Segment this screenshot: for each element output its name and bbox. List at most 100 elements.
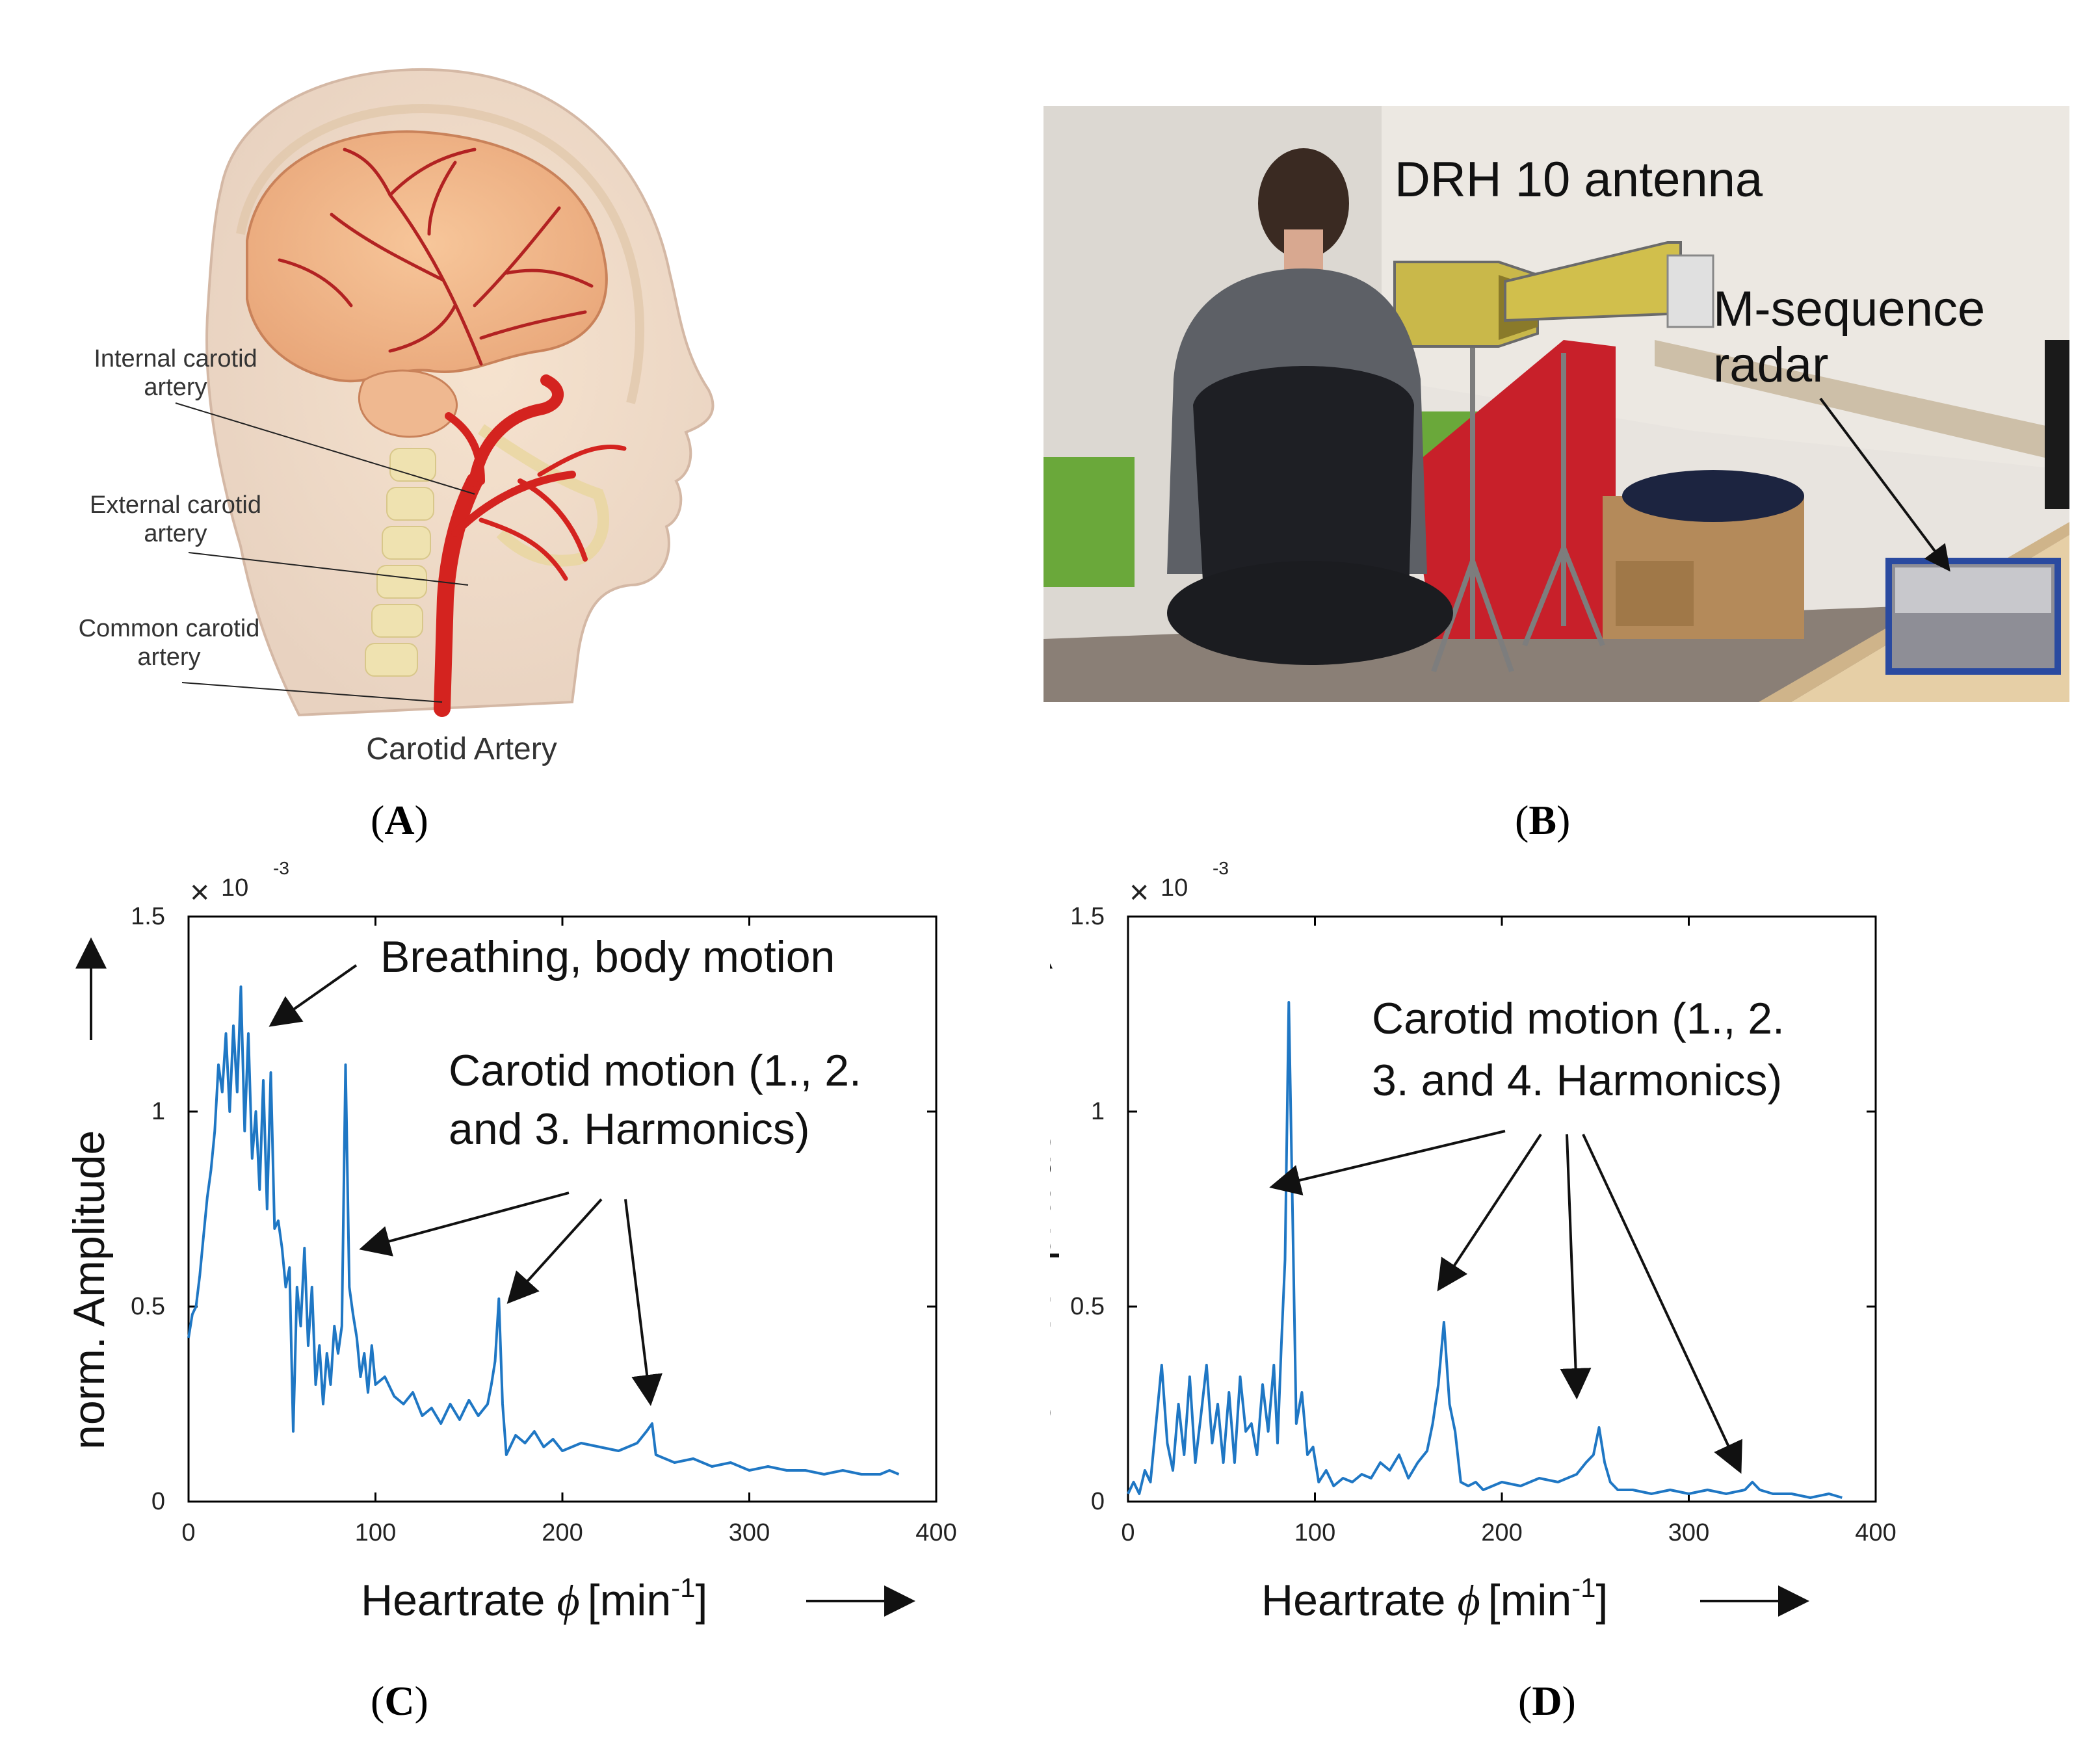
panel-b-label: (B) xyxy=(1515,796,1570,844)
radar-label-line1: M-sequence xyxy=(1713,281,1986,337)
panel-c-label-letter: C xyxy=(384,1678,415,1724)
label-external-line2: artery xyxy=(144,520,207,547)
chart-d-arrow-h2 xyxy=(1437,1133,1542,1292)
chart-d-xlabel-symbol: ϕ xyxy=(1457,1576,1480,1625)
x-tick-label: 300 xyxy=(1668,1519,1709,1546)
y-tick-label: 0.5 xyxy=(131,1293,165,1320)
x-tick-label: 200 xyxy=(1481,1519,1522,1546)
panel-a-label-open: ( xyxy=(371,797,385,843)
panel-c-label-close: ) xyxy=(414,1678,428,1724)
chart-d-annotation-carotid-line2: 3. and 4. Harmonics) xyxy=(1372,1056,1782,1105)
panel-c-label-open: ( xyxy=(371,1678,385,1724)
panel-b-label-letter: B xyxy=(1529,797,1556,843)
chart-d-exponent-times: × xyxy=(1129,874,1149,911)
chart-c-xlabel-unit-close: ] xyxy=(696,1576,708,1625)
chart-d-exponent-sup: -3 xyxy=(1213,858,1229,878)
x-tick-label: 400 xyxy=(915,1519,956,1546)
panel-a-label: (A) xyxy=(371,796,428,844)
x-tick-label: 0 xyxy=(181,1519,195,1546)
chart-d-annotation-carotid-line1: Carotid motion (1., 2. xyxy=(1372,994,1785,1043)
series-line xyxy=(1127,1001,1843,1499)
chart-d-xlabel-unit-close: ] xyxy=(1596,1576,1608,1625)
panel-d-label-close: ) xyxy=(1562,1678,1576,1724)
chart-c-arrows xyxy=(269,964,663,1406)
x-tick-label: 100 xyxy=(355,1519,396,1546)
chart-c-annotation-breathing: Breathing, body motion xyxy=(380,932,835,982)
y-tick-label: 1.5 xyxy=(131,903,165,930)
chart-c-ylabel: norm. Amplitude xyxy=(64,1130,114,1450)
label-internal-line2: artery xyxy=(144,374,207,401)
chart-d-series xyxy=(1127,1001,1843,1499)
spine xyxy=(365,448,436,677)
illustration-title: Carotid Artery xyxy=(366,732,557,766)
y-tick-label: 1.5 xyxy=(1070,903,1105,930)
chart-c-arrow-h3 xyxy=(624,1199,663,1406)
chart-d-arrow-h3 xyxy=(1560,1134,1592,1400)
x-tick-label: 300 xyxy=(729,1519,770,1546)
jaw-bone xyxy=(478,424,609,567)
panel-d-label-open: ( xyxy=(1518,1678,1532,1724)
chart-c-series xyxy=(187,985,900,1476)
radar-arrow xyxy=(1819,397,1950,572)
cerebellum-shape xyxy=(358,369,458,438)
x-tick-label: 100 xyxy=(1294,1519,1335,1546)
radar-label-line2: radar xyxy=(1713,337,1829,393)
chart-d-ylabel: norm. Amplitude xyxy=(1050,1130,1060,1450)
label-common-line2: artery xyxy=(137,644,201,671)
chart-c-annotation-carotid-line1: Carotid motion (1., 2. xyxy=(449,1046,861,1095)
label-internal-line1: Internal carotid xyxy=(94,345,257,372)
skull-outline xyxy=(236,103,645,404)
chart-c-arrow-h1 xyxy=(359,1192,570,1257)
panel-d-label-letter: D xyxy=(1532,1678,1562,1724)
chart-c-exponent-base: 10 xyxy=(221,874,248,902)
label-common-carotid: Common carotid artery xyxy=(39,614,299,671)
chart-c-arrow-breathing xyxy=(269,964,358,1027)
label-common-line1: Common carotid xyxy=(78,615,260,642)
person-seated xyxy=(1167,148,1453,665)
panel-d-label: (D) xyxy=(1518,1677,1576,1725)
chart-c-arrow-h2 xyxy=(506,1198,603,1304)
x-tick-label: 0 xyxy=(1121,1519,1135,1546)
leader-lines xyxy=(175,402,475,703)
radar-device xyxy=(1885,558,2061,675)
panel-b-label-close: ) xyxy=(1556,797,1571,843)
chart-d-xlabel-unit-open: [min xyxy=(1488,1576,1571,1625)
horn-antennas xyxy=(1393,241,1714,348)
y-tick-label: 0 xyxy=(151,1488,165,1515)
series-line xyxy=(187,985,900,1476)
y-tick-label: 0 xyxy=(1091,1488,1105,1515)
radar-label: M-sequence radar xyxy=(1713,281,1985,393)
chart-d-xlabel-main: Heartrate xyxy=(1261,1576,1445,1625)
y-tick-label: 1 xyxy=(1091,1098,1105,1125)
measurement-setup-photo xyxy=(1043,106,2069,702)
label-internal-carotid: Internal carotid artery xyxy=(46,345,306,402)
panel-a-label-letter: A xyxy=(384,797,415,843)
carotid-illustration xyxy=(175,68,715,717)
chart-d-xlabel-unit-sup: -1 xyxy=(1571,1572,1595,1603)
panel-b-photo: DRH 10 antenna M-sequence radar xyxy=(1043,106,2069,702)
chart-c-exponent-sup: -3 xyxy=(273,858,289,878)
y-tick-label: 0.5 xyxy=(1070,1293,1105,1320)
panel-c-label: (C) xyxy=(371,1677,428,1725)
label-external-carotid: External carotid artery xyxy=(46,491,306,548)
chart-d-arrow-h4 xyxy=(1582,1134,1742,1474)
chart-c-exponent-times: × xyxy=(190,874,209,911)
label-external-line1: External carotid xyxy=(89,491,261,519)
chart-c-xlabel-symbol: ϕ xyxy=(557,1576,579,1625)
panel-a-label-close: ) xyxy=(414,797,428,843)
cerebral-arteries xyxy=(278,148,594,366)
chart-c-xlabel-unit-open: [min xyxy=(588,1576,671,1625)
chart-d-arrow-h1 xyxy=(1269,1130,1506,1196)
panel-b-label-open: ( xyxy=(1515,797,1529,843)
chart-d-arrows xyxy=(1269,1130,1742,1474)
chart-d-exponent-base: 10 xyxy=(1161,874,1188,902)
chart-c-xlabel-main: Heartrate xyxy=(361,1576,545,1625)
antenna-label: DRH 10 antenna xyxy=(1395,152,1763,207)
chart-c-xlabel-unit-sup: -1 xyxy=(671,1572,695,1603)
